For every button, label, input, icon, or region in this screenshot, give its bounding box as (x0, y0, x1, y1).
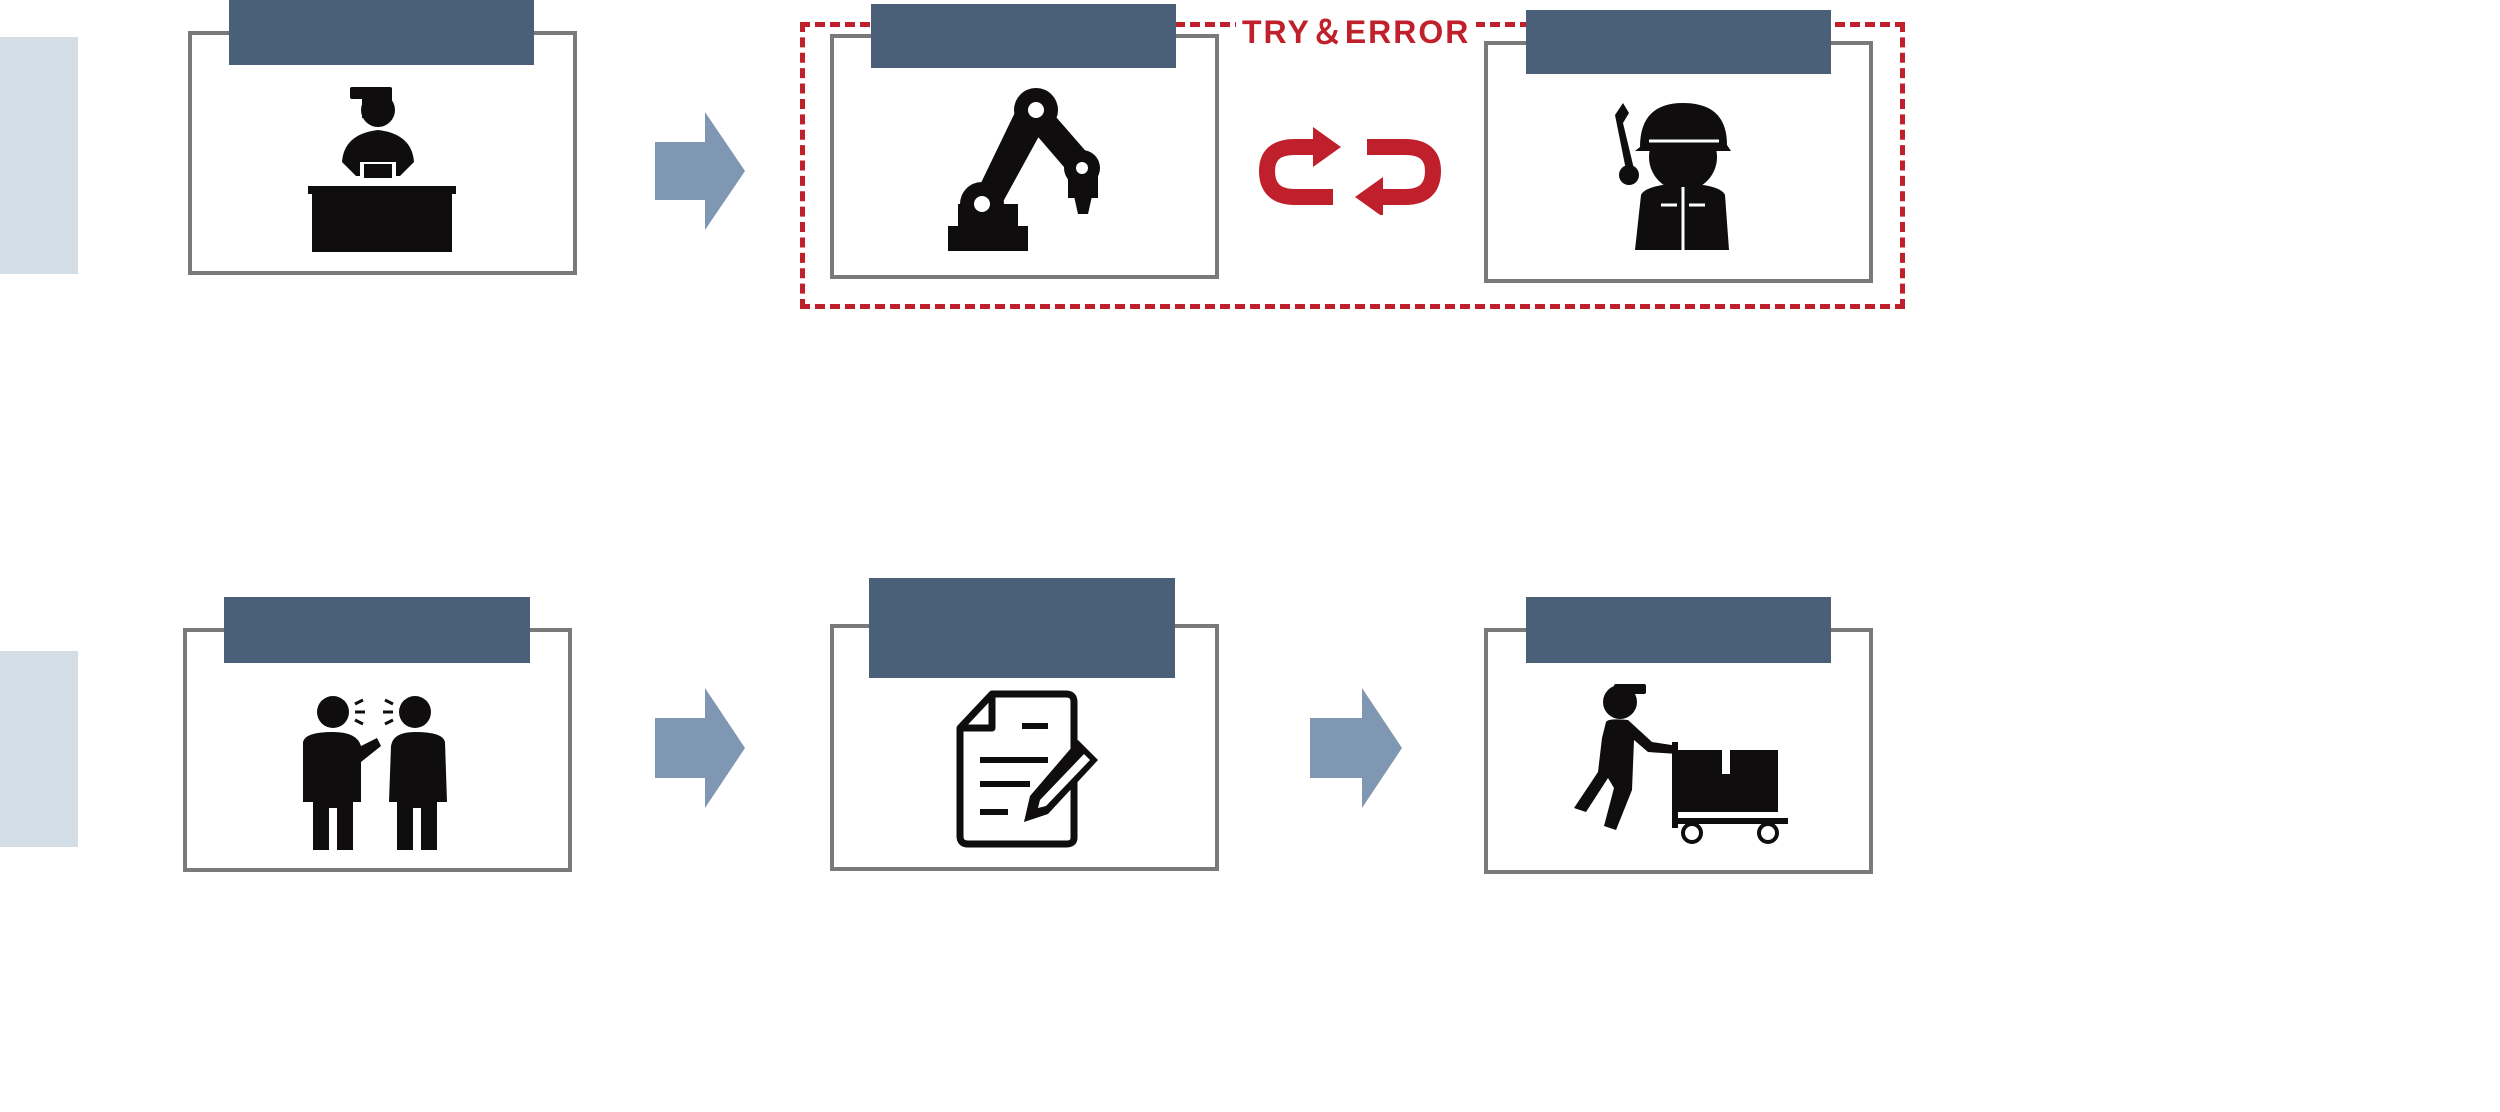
row2-side-tab (0, 651, 78, 847)
step-card-5-header (869, 578, 1175, 678)
robot-arm-icon (948, 88, 1100, 251)
worker-at-desk-icon (308, 87, 456, 252)
consultation-icon (303, 696, 447, 850)
step-card-6-header (1526, 597, 1831, 663)
flow-arrow-1 (655, 112, 745, 230)
document-signing-icon (956, 690, 1098, 848)
try-error-label: TRY＆ERROR (1236, 12, 1477, 52)
flow-arrow-3 (1310, 688, 1402, 808)
step-card-1-header (229, 0, 534, 65)
step-card-4 (183, 628, 572, 872)
maintenance-worker-icon (1615, 103, 1731, 250)
step-card-4-header (224, 597, 530, 663)
row1-side-tab (0, 37, 78, 274)
delivery-cart-icon (1574, 684, 1788, 844)
step-card-2-header (871, 4, 1176, 68)
cycle-arrows-icon (1258, 127, 1442, 215)
step-card-3-header (1526, 10, 1831, 74)
flow-arrow-2 (655, 688, 745, 808)
